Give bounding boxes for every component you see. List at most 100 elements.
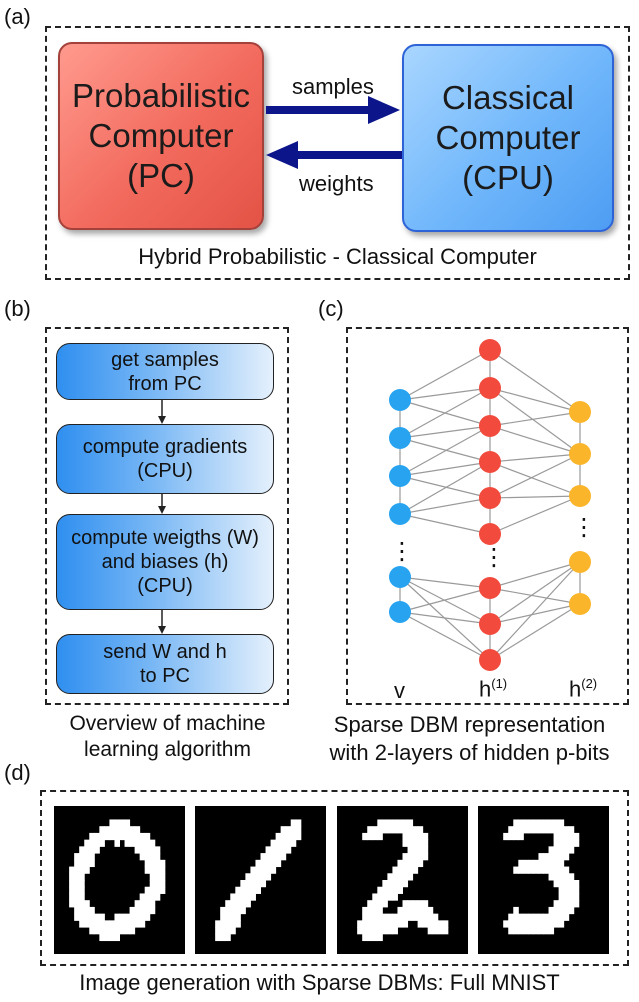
h1-h2-edge [489,453,581,463]
hidden-layer1-pbit-node [479,377,501,399]
v-h1-edge [399,425,491,439]
layer-h1-text: h [479,676,492,702]
samples-label: samples [292,74,374,99]
step-compute-gradients: compute gradients (CPU) [56,424,274,494]
cpu-box-line2: Computer [435,119,581,156]
panel-b-caption-line1: Overview of machine [69,712,266,735]
visible-pbit-node [389,389,411,411]
visible-pbit-node [389,503,411,525]
step4-line2: to PC [139,665,191,687]
layer-h1-label: h(1) [479,676,507,702]
v-h1-edge [399,349,491,401]
step2-line2: (CPU) [137,460,193,482]
dbm-nodes [389,339,591,671]
visible-pbit-node [389,566,411,588]
h1-h2-edge [489,411,581,427]
visible-pbit-node [389,601,411,623]
h1-h2-edge [489,603,581,661]
step3-line1: compute weigths (W) [71,527,259,549]
generated-digit-3-image [478,806,609,954]
h1-h2-edge [489,561,581,625]
panel-a-frame [45,26,630,280]
h1-h2-edge [489,587,581,605]
classical-computer-box: Classical Computer (CPU) [402,44,614,232]
hidden-layer2-pbit-node [569,443,591,465]
v-h1-edge [399,425,491,477]
v-h1-edge [399,475,491,499]
panel-d-frame [40,790,629,966]
pc-box-line1: Probabilistic [72,77,250,114]
hidden-layer1-pbit-node [479,613,501,635]
hidden-layer1-pbit-node [479,415,501,437]
h1-h2-edge [489,461,581,497]
v-ellipsis: ⋮ [390,538,414,565]
panel-d-caption: Image generation with Sparse DBMs: Full … [79,970,560,995]
h1-h2-edge [489,453,581,499]
panel-a-label: (a) [4,4,31,29]
panel-b-caption: Overview of machine learning algorithm [35,711,300,763]
generated-digit-1-image [195,806,326,954]
v-h1-edge [399,576,491,589]
panel-b-caption-line2: learning algorithm [84,738,251,761]
v-h1-edge [399,587,491,613]
panel-c-caption-line2: with 2-layers of hidden p-bits [329,740,610,765]
cpu-box-line1: Classical [441,79,575,116]
h1-h2-edge [489,349,581,413]
panel-c-caption: Sparse DBM representation with 2-layers … [300,711,639,767]
step-send-weights: send W and h to PC [56,634,274,694]
hidden-layer2-pbit-node [569,593,591,615]
h1-h2-edge [489,603,581,625]
layer-h2-text: h [569,676,582,702]
cpu-box-line3: (CPU) [462,159,554,196]
hidden-layer2-pbit-node [569,551,591,573]
panel-b-label: (b) [4,296,31,321]
hidden-layer1-pbit-node [479,523,501,545]
layer-h2-sup: (2) [581,676,598,691]
h1-h2-edge [489,561,581,589]
visible-pbit-node [389,465,411,487]
v-h1-edge [399,461,491,515]
step4-line1: send W and h [103,641,227,663]
layer-h2-label: h(2) [569,676,597,702]
step-compute-weights: compute weigths (W) and biases (h) (CPU) [56,514,274,610]
panel-b-frame [45,327,289,705]
hidden-layer1-pbit-node [479,649,501,671]
generated-digit-0-image [54,806,185,954]
weights-label: weights [299,171,374,196]
h1-h2-edge [489,387,581,413]
step-get-samples: get samples from PC [56,343,274,400]
step2-line1: compute gradients [82,436,248,458]
h1-h2-edge [489,495,581,535]
hidden-layer1-pbit-node [479,577,501,599]
panel-c-caption-line1: Sparse DBM representation [333,712,606,737]
hidden-layer1-pbit-node [479,487,501,509]
probabilistic-computer-box: Probabilistic Computer (PC) [58,42,264,230]
h2-ellipsis: ⋮ [572,514,596,541]
hidden-layer2-pbit-node [569,401,591,423]
v-h1-edge [399,461,491,477]
step3-line3: (CPU) [137,575,193,597]
hidden-layer1-pbit-node [479,451,501,473]
v-h1-edge [399,437,491,463]
v-h1-edge [399,576,491,661]
panel-d-label: (d) [4,760,31,785]
v-h1-edge [399,611,491,661]
hidden-layer1-pbit-node [479,339,501,361]
step3-line2: and biases (h) [101,551,229,573]
v-h1-edge [399,497,491,515]
h1-h2-edge [489,495,581,499]
generated-digit-2-image [337,806,468,954]
hidden-layer2-pbit-node [569,485,591,507]
layer-h1-sup: (1) [491,676,508,691]
pc-box-line2: Computer [88,117,234,154]
h1-h2-edge [489,425,581,455]
visible-pbit-node [389,427,411,449]
panel-a-caption: Hybrid Probabilistic - Classical Compute… [138,244,537,269]
step1-line2: from PC [128,372,202,395]
h1-ellipsis: ⋮ [482,544,506,571]
step1-line1: get samples [111,348,219,371]
h1-h2-edge [489,387,581,455]
v-h1-edge [399,387,491,401]
panel-c-frame [346,327,629,705]
